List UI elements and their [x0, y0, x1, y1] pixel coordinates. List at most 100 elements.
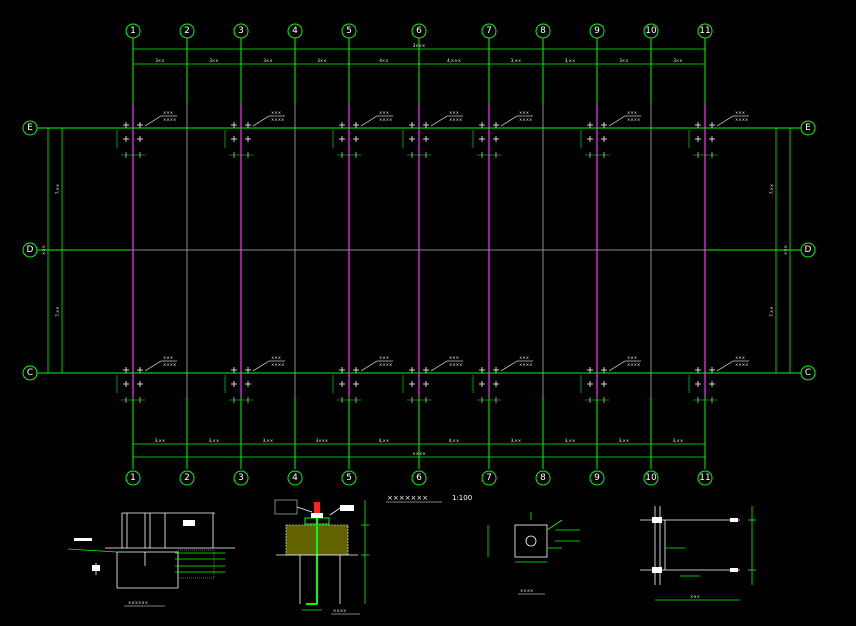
bolt-tag: ×××: [449, 110, 459, 115]
anchor-bolt-group: ×××××××: [472, 355, 533, 403]
axis-label-10: 10: [645, 473, 657, 483]
bolt-tag: ×××: [519, 355, 529, 360]
axis-bubble-6-bottom: [411, 470, 427, 486]
bolt-elevation: ××××: [519, 362, 532, 367]
axis-bubble-D-right: [800, 242, 816, 258]
axis-label-8: 8: [540, 26, 546, 36]
axis-bubble-5-top: [341, 23, 357, 39]
axis-bubble-7-bottom: [481, 470, 497, 486]
top-span-dim: 3××: [155, 58, 164, 63]
axis-bubble-9-bottom: [589, 470, 605, 486]
top-span-dim: 3××: [619, 58, 628, 63]
anchor-bolt-group: ×××××××: [688, 110, 749, 158]
side-span-dim: 7,××: [55, 306, 60, 317]
bolt-elevation: ××××: [163, 117, 176, 122]
bolt-elevation: ××××: [271, 117, 284, 122]
axis-bubble-9-top: [589, 23, 605, 39]
top-span-dim: 3,××: [511, 58, 522, 63]
top-span-dim: 3××: [209, 58, 218, 63]
axis-label-11: 11: [699, 26, 710, 36]
detail-4-dim: ×××: [690, 594, 700, 599]
axis-label-D: D: [27, 245, 34, 255]
bolt-elevation: ××××: [163, 362, 176, 367]
bottom-span-dim: 3,××: [619, 438, 630, 443]
bolt-tag: ×××: [379, 110, 389, 115]
detail-1-title: ××××××: [128, 600, 148, 605]
axis-bubble-5-bottom: [341, 470, 357, 486]
axis-label-E: E: [27, 123, 33, 133]
top-total-dim: 3×××: [413, 43, 426, 48]
bottom-span-dim: 4,××: [449, 438, 460, 443]
axis-bubble-6-top: [411, 23, 427, 39]
axis-bubble-3-top: [233, 23, 249, 39]
detail-4-beam-connection: ×××: [640, 506, 756, 601]
anchor-bolt-group: ×××××××: [224, 355, 285, 403]
side-span-dim: 7,××: [55, 184, 60, 195]
anchor-bolt-group: ×××××××: [472, 110, 533, 158]
bolt-elevation: ××××: [379, 362, 392, 367]
axis-bubble-D-left: [22, 242, 38, 258]
anchor-bolt-group: ×××××××: [332, 355, 393, 403]
axis-label-4: 4: [292, 473, 298, 483]
anchor-bolt-group: ×××××××: [224, 110, 285, 158]
axis-bubble-11-bottom: [697, 470, 713, 486]
axis-label-1: 1: [130, 473, 136, 483]
axis-bubble-4-top: [287, 23, 303, 39]
bolt-tag: ×××: [735, 110, 745, 115]
anchor-bolt-group: ×××××××: [332, 110, 393, 158]
axis-label-C: C: [805, 368, 811, 378]
detail-3-title: ××××: [520, 588, 533, 593]
axis-label-9: 9: [594, 473, 600, 483]
axis-label-2: 2: [184, 473, 190, 483]
axis-label-7: 7: [486, 26, 492, 36]
axis-label-1: 1: [130, 26, 136, 36]
row-grid-lines: [37, 127, 801, 374]
top-span-dim: 3,××: [565, 58, 576, 63]
bolt-tag: ×××: [627, 355, 637, 360]
detail-3-base-plate: ××××: [487, 512, 580, 595]
bolt-tag: ×××: [379, 355, 389, 360]
column-grid-lines: [132, 38, 706, 469]
bolt-elevation: ××××: [271, 362, 284, 367]
bolt-tag: ×××: [271, 355, 281, 360]
dimension-lines: 3×××3××3××3××3××4××4,×××3,××3,××3××3××3,…: [41, 43, 791, 458]
axis-label-E: E: [805, 123, 811, 133]
bottom-span-dim: 3,××: [673, 438, 684, 443]
bolt-elevation: ××××: [379, 117, 392, 122]
axis-label-9: 9: [594, 26, 600, 36]
bolt-elevation: ××××: [735, 362, 748, 367]
bolt-leader: [430, 115, 448, 127]
axis-label-5: 5: [346, 26, 352, 36]
bolt-leader: [144, 115, 162, 127]
axis-bubble-E-left: [22, 120, 38, 136]
plan-scale: 1:100: [452, 494, 472, 502]
axis-label-6: 6: [416, 26, 422, 36]
axis-label-5: 5: [346, 473, 352, 483]
bottom-span-dim: 4,××: [379, 438, 390, 443]
bolt-elevation: ××××: [449, 117, 462, 122]
bolt-tag: ×××: [519, 110, 529, 115]
anchor-bolt-group: ×××××××: [116, 110, 177, 158]
bolt-leader: [500, 360, 518, 372]
axis-label-7: 7: [486, 473, 492, 483]
bolt-leader: [608, 115, 626, 127]
axis-bubble-C-left: [22, 365, 38, 381]
axis-bubble-11-top: [697, 23, 713, 39]
bolt-tag: ×××: [449, 355, 459, 360]
axis-bubble-1-top: [125, 23, 141, 39]
bolt-leader: [500, 115, 518, 127]
side-span-dim: 7,××: [769, 184, 774, 195]
axis-bubble-C-right: [800, 365, 816, 381]
axis-label-2: 2: [184, 26, 190, 36]
anchor-bolt-group: ×××××××: [580, 355, 641, 403]
axis-label-8: 8: [540, 473, 546, 483]
axis-label-6: 6: [416, 473, 422, 483]
bolt-elevation: ××××: [627, 362, 640, 367]
bolt-elevation: ××××: [627, 117, 640, 122]
anchor-bolt-groups: ××××××××××××××××××××××××××××××××××××××××…: [116, 110, 749, 403]
detail-1-foundation-section: ××××××: [67, 512, 235, 607]
bolt-tag: ×××: [271, 110, 281, 115]
axis-bubble-3-bottom: [233, 470, 249, 486]
axis-bubble-10-top: [643, 23, 659, 39]
